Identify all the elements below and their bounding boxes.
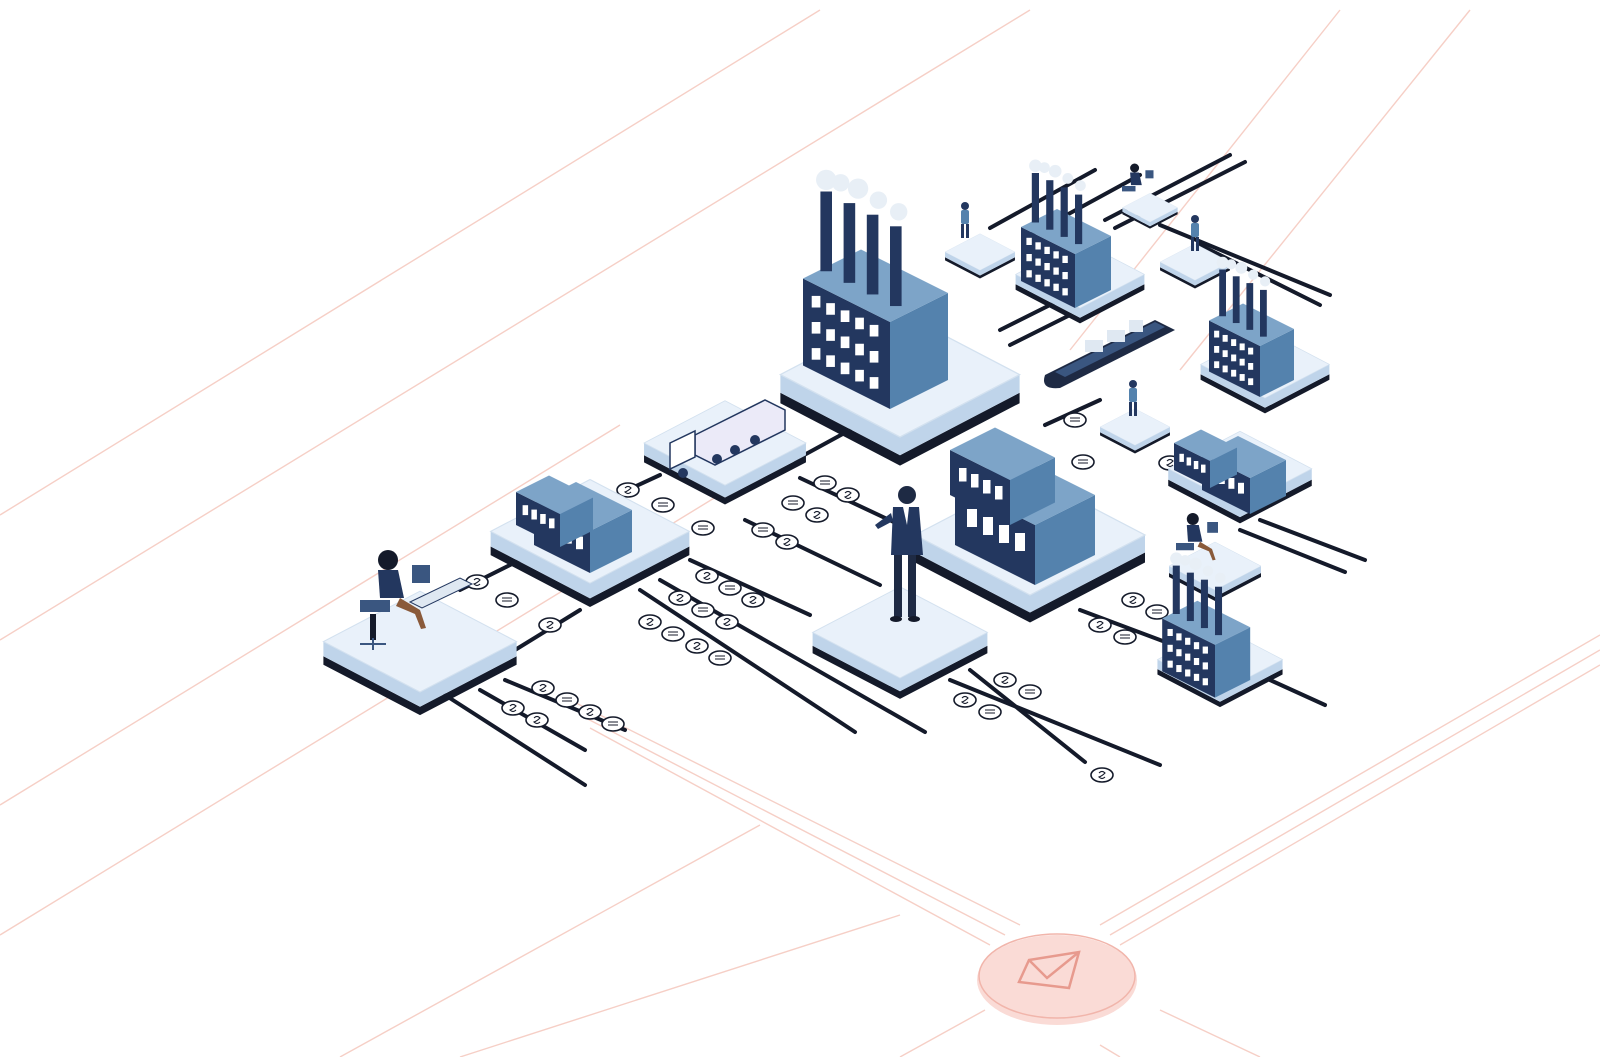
document-icon: [555, 692, 579, 708]
laptop-worker-icon: [1176, 513, 1218, 561]
coin-icon: [1121, 592, 1145, 608]
laptop-worker-icon: [1122, 163, 1154, 192]
coin-icon: [685, 638, 709, 654]
document-icon: [601, 716, 625, 732]
coin-icon: [538, 617, 562, 633]
coin-icon: [525, 712, 549, 728]
background-grid: [0, 9, 1600, 1057]
factory-icon: [1021, 159, 1111, 308]
document-icon: [495, 592, 519, 608]
document-icon: [708, 650, 732, 666]
coin-icon: [638, 614, 662, 630]
document-icon: [813, 475, 837, 491]
document-icon: [751, 522, 775, 538]
coin-icon: [741, 592, 765, 608]
factory-icon: [1209, 256, 1294, 397]
document-icon: [781, 495, 805, 511]
document-icon: [1145, 604, 1169, 620]
coin-icon: [531, 680, 555, 696]
coin-icon: [993, 672, 1017, 688]
coin-icon: [695, 568, 719, 584]
coin-icon: [465, 574, 489, 590]
document-icon: [1018, 684, 1042, 700]
document-icon: [1063, 412, 1087, 428]
document-icon: [691, 602, 715, 618]
cargo-ship-icon: [1044, 320, 1175, 389]
coin-icon: [775, 534, 799, 550]
truck-icon: [669, 399, 786, 478]
coin-icon: [805, 507, 829, 523]
document-icon: [661, 626, 685, 642]
document-icon: [691, 520, 715, 536]
coin-icon: [1090, 767, 1114, 783]
coin-icon: [836, 487, 860, 503]
laptop-worker-icon: [360, 550, 474, 650]
coin-icon: [501, 700, 525, 716]
coin-icon: [668, 590, 692, 606]
coin-icon: [578, 704, 602, 720]
document-icon: [718, 580, 742, 596]
hub-icon: [977, 933, 1137, 1025]
platform-worker-top: [944, 233, 1016, 279]
worker-icon: [961, 202, 969, 238]
document-icon: [978, 704, 1002, 720]
coin-icon: [715, 614, 739, 630]
document-icon: [651, 497, 675, 513]
factory-icon: [803, 169, 948, 409]
businessman-icon: [875, 486, 923, 622]
document-icon: [1071, 454, 1095, 470]
coin-icon: [1088, 617, 1112, 633]
coin-icon: [953, 692, 977, 708]
document-icon: [1113, 629, 1137, 645]
